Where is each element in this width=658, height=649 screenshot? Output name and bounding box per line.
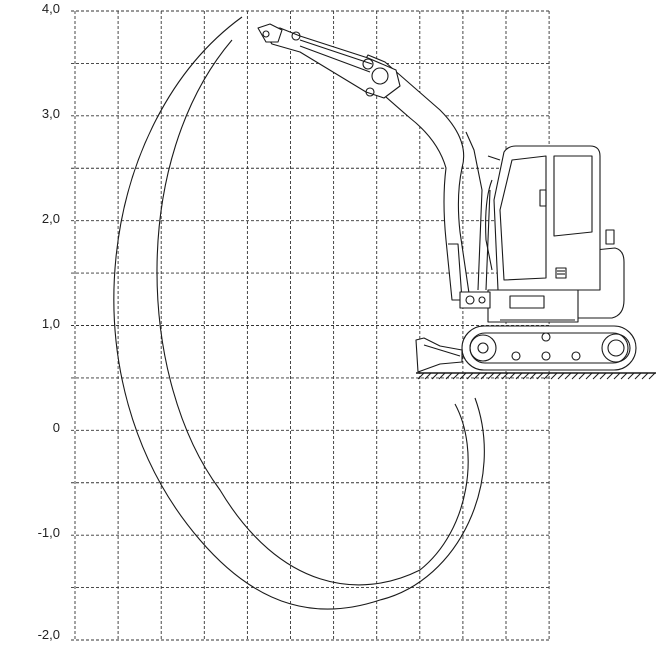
ground-hatch-stroke — [571, 372, 579, 380]
ground-hatch-stroke — [431, 372, 439, 380]
arm-pivot — [371, 67, 389, 85]
ground-hatch-stroke — [445, 372, 453, 380]
ground-hatch-stroke — [606, 372, 614, 380]
ground-hatch-stroke — [620, 372, 628, 380]
ground-hatch-stroke — [494, 372, 502, 380]
y-tick-label: 3,0 — [41, 105, 60, 121]
y-tick-label: 4,0 — [41, 1, 60, 16]
ground-hatch-stroke — [627, 372, 635, 380]
cab — [493, 145, 601, 291]
ground-hatch-stroke — [550, 372, 558, 380]
ground-hatch-stroke — [522, 372, 530, 380]
ground-hatch-stroke — [466, 372, 474, 380]
ground-hatch-stroke — [452, 372, 460, 380]
ground-hatch-stroke — [634, 372, 642, 380]
ground-hatch-stroke — [592, 372, 600, 380]
cab-door-window — [499, 155, 547, 281]
boom-cylinder — [465, 131, 483, 291]
idler-wheel — [469, 334, 497, 362]
y-tick-label: -2,0 — [37, 627, 60, 642]
max-reach-envelope — [113, 16, 485, 610]
ground-hatch-stroke — [487, 372, 495, 380]
arm-cylinder — [299, 39, 373, 65]
ground-hatch-stroke — [438, 372, 446, 380]
ground-hatch-icon — [416, 372, 656, 380]
ground-hatch-stroke — [641, 372, 649, 380]
ground-hatch-stroke — [536, 372, 544, 380]
ground-hatch-stroke — [578, 372, 586, 380]
ground-hatch-stroke — [508, 372, 516, 380]
cab-rear-window — [553, 155, 593, 237]
y-tick-label: 1,0 — [41, 315, 60, 331]
ground-hatch-stroke — [480, 372, 488, 380]
inner-reach-envelope — [156, 39, 469, 586]
ground-hatch-stroke — [473, 372, 481, 380]
bucket — [257, 23, 283, 43]
upper-body — [487, 289, 579, 323]
y-tick-label: 2,0 — [41, 210, 60, 226]
ground-hatch-stroke — [585, 372, 593, 380]
reach-envelopes — [113, 16, 485, 610]
ground-hatch-stroke — [459, 372, 467, 380]
ground-hatch-stroke — [557, 372, 565, 380]
grid — [71, 10, 550, 641]
ground-hatch-stroke — [613, 372, 621, 380]
ground-hatch-stroke — [424, 372, 432, 380]
y-tick-label: 0 — [52, 420, 60, 436]
drive-sprocket — [601, 333, 631, 363]
track — [461, 325, 637, 371]
y-tick-label: -1,0 — [37, 525, 60, 541]
ground-hatch-stroke — [417, 372, 425, 380]
ground-hatch-stroke — [648, 372, 656, 380]
ground-hatch-stroke — [515, 372, 523, 380]
ground-hatch-stroke — [543, 372, 551, 380]
ground-hatch-stroke — [599, 372, 607, 380]
ground-hatch-stroke — [564, 372, 572, 380]
ground-hatch-stroke — [529, 372, 537, 380]
mini-excavator-icon — [257, 23, 637, 373]
ground-hatch-stroke — [501, 372, 509, 380]
